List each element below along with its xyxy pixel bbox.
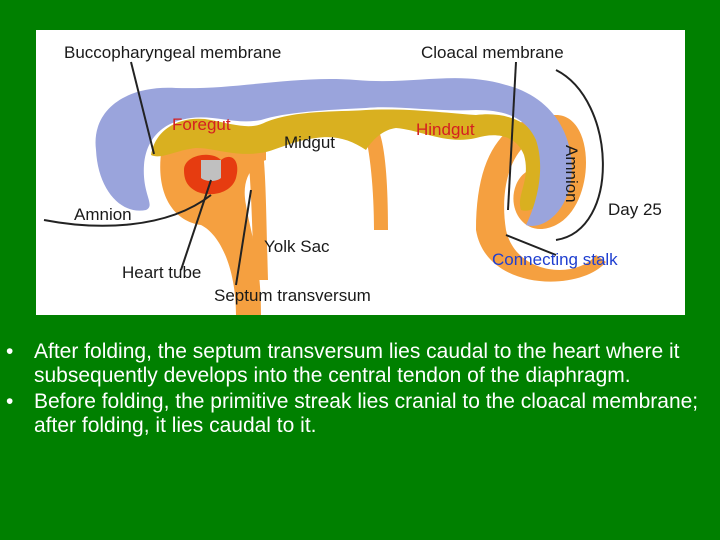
amnion-right-line [555,69,604,241]
pointer-heart [180,179,212,271]
pointer-bucco [130,61,155,155]
mesoderm-tail-curl [476,115,606,282]
label-foregut: Foregut [172,115,231,134]
bullet-item: • After folding, the septum transversum … [0,340,720,388]
label-septum-transversum: Septum transversum [214,286,371,305]
yolk-sac-wall-left [246,140,268,280]
label-midgut: Midgut [284,133,335,152]
endoderm-gut-tube [151,109,547,211]
pointer-cloacal [507,61,517,211]
pointer-stalk [505,234,557,256]
diagram-svg: Buccopharyngeal membrane Cloacal membran… [43,43,662,315]
label-cloacal-membrane: Cloacal membrane [421,43,564,62]
bullet-text: Before folding, the primitive streak lie… [34,390,699,437]
pointer-septum [235,189,252,286]
amnion-left-line [43,194,212,227]
label-hindgut: Hindgut [416,120,475,139]
bullet-marker: • [6,390,14,413]
label-day: Day 25 [608,200,662,219]
bullet-item: • Before folding, the primitive streak l… [0,390,720,438]
label-buccopharyngeal-membrane: Buccopharyngeal membrane [64,43,281,62]
bullet-text: After folding, the septum transversum li… [34,340,680,387]
heart-lumen [201,160,221,181]
embryo-folding-diagram: Buccopharyngeal membrane Cloacal membran… [36,30,685,315]
label-heart-tube: Heart tube [122,263,201,282]
label-amnion-right: Amnion [562,145,581,203]
ectoderm-neural-tube [95,78,572,226]
label-yolk-sac: Yolk Sac [264,237,330,256]
bullet-marker: • [6,340,14,363]
label-amnion-left: Amnion [74,205,132,224]
bullet-list: • After folding, the septum transversum … [0,340,720,440]
yolk-sac-wall-right [364,125,388,230]
label-connecting-stalk: Connecting stalk [492,250,618,269]
